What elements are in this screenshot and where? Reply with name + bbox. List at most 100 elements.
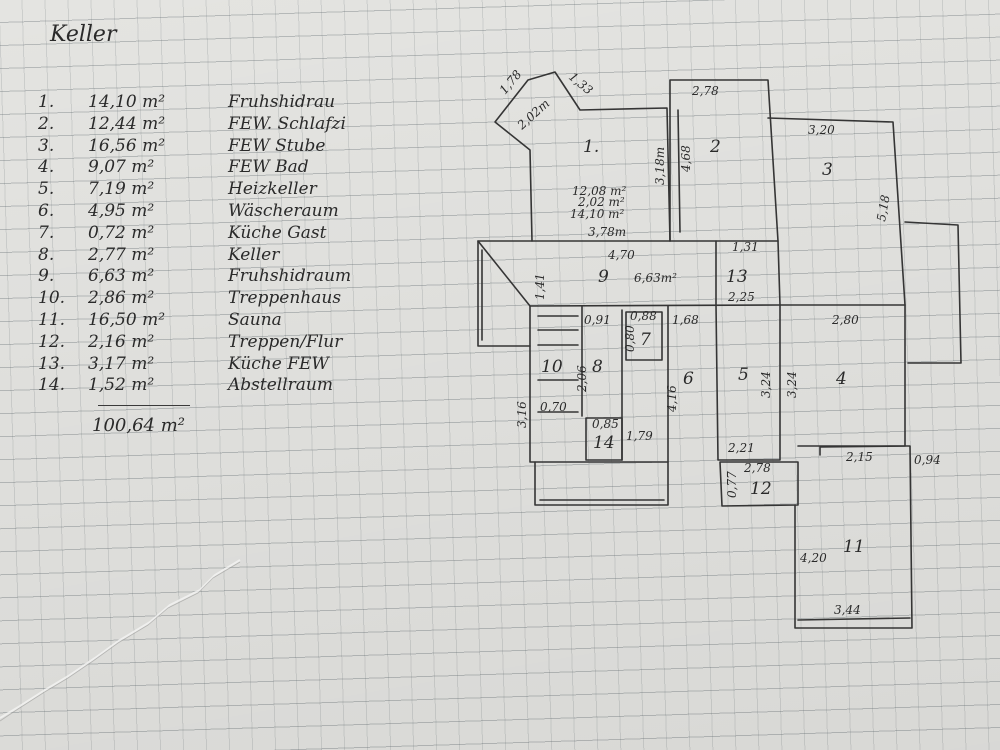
plan-room-4-number: 4 [835, 369, 847, 389]
plan-room-1-number: 1. [583, 137, 599, 157]
dim-3-44: 3,44 [834, 603, 861, 617]
dim-0-85: 0,85 [592, 417, 619, 431]
room-list-area: 0,72 m² [88, 222, 155, 243]
room-1-outline [494, 71, 671, 242]
room-list-area: 2,16 m² [88, 331, 155, 352]
room-1-2-wall [677, 109, 681, 233]
room-list-number: 12. [38, 331, 66, 352]
plan-room-8-number: 8 [592, 357, 603, 377]
room-list-name: FEW Bad [228, 157, 309, 178]
room-list-area: 3,17 m² [88, 353, 155, 374]
dim-3-24-b: 3,24 [785, 371, 799, 398]
plan-room-2-number: 2 [709, 137, 721, 157]
room-list-number: 11. [38, 310, 66, 330]
lower-block [529, 305, 669, 463]
plan-room-6-number: 6 [683, 369, 694, 389]
total-area: 100,64 m² [92, 415, 185, 436]
room-3-outline [767, 117, 906, 306]
plan-room-14-number: 14 [593, 433, 615, 453]
room-list-name: Fruhshidraum [228, 266, 352, 287]
dim-1-31: 1,31 [732, 240, 759, 254]
dim-0-80: 0,80 [623, 325, 637, 352]
bottom-strip [534, 461, 669, 506]
page-title: Keller [50, 22, 117, 47]
calc-2-02: 2,02 m² [577, 195, 625, 209]
room-list-name: Wäscheraum [228, 201, 339, 221]
dim-3-18: 3,18m [653, 147, 667, 185]
dim-2-25: 2,25 [727, 290, 755, 304]
room-7-outline [625, 311, 663, 361]
room-list-name: Heizkeller [228, 179, 317, 200]
plan-room-10-number: 10 [541, 357, 563, 377]
dim-2-80: 2,80 [831, 313, 859, 327]
dim-1-68: 1,68 [672, 313, 699, 327]
dim-3-16: 3,16 [515, 401, 529, 428]
room-list-number: 14. [38, 375, 66, 396]
plan-room-11-number: 11 [843, 537, 865, 557]
dim-1-79: 1,79 [626, 429, 653, 443]
dim-0-94: 0,94 [914, 453, 941, 467]
room-list-area: 12,44 m² [88, 113, 166, 134]
room-list-number: 4. [38, 157, 55, 178]
room-list-number: 1. [38, 92, 55, 112]
dim-1-41: 1,41 [533, 273, 547, 300]
room-list-area: 14,10 m² [88, 92, 166, 112]
dim-3-20: 3,20 [808, 123, 835, 137]
room-list-number: 3. [38, 135, 55, 156]
room-list-number: 2. [38, 113, 55, 134]
room-list-area: 16,56 m² [88, 135, 166, 156]
room-list-number: 7. [38, 222, 55, 243]
dim-0-91: 0,91 [584, 313, 611, 327]
room-list-area: 6,63 m² [88, 266, 155, 287]
room-list-number: 10. [38, 288, 66, 309]
room-list-number: 5. [38, 179, 55, 200]
dim-2-78-b: 2,78 [743, 461, 771, 475]
room-list-number: 9. [38, 266, 55, 287]
room-list-number: 13. [38, 353, 66, 374]
room-list-area: 1,52 m² [88, 375, 155, 396]
room-5-outline [715, 304, 781, 461]
plan-room-7-number: 7 [640, 330, 651, 350]
room-list-area: 9,07 m² [88, 157, 155, 178]
dim-0-88: 0,88 [630, 309, 657, 323]
room-2-outline [669, 79, 779, 242]
dim-3-24-a: 3,24 [759, 371, 773, 398]
room-14-outline [585, 417, 623, 461]
room-list-name: Küche Gast [228, 222, 327, 243]
room-list-name: Küche FEW [228, 353, 329, 374]
room-list-area: 4,95 m² [88, 201, 155, 221]
room-list-name: Keller [228, 244, 280, 265]
plan-room-12-number: 12 [750, 479, 772, 499]
room-list-name: Sauna [228, 310, 282, 330]
dim-2-06: 2,06 [575, 365, 589, 393]
plan-room-3-number: 3 [822, 160, 833, 180]
plan-room-5-number: 5 [738, 365, 749, 385]
dim-0-77: 0,77 [725, 471, 739, 498]
room-11-outline [794, 445, 913, 629]
calc-12-08: 12,08 m² [572, 184, 627, 198]
room-list-area: 7,19 m² [88, 179, 155, 200]
dim-3-78: 3,78m [588, 225, 626, 239]
room-list-number: 8. [38, 244, 55, 265]
sum-underline [98, 405, 190, 406]
left-annex [477, 240, 531, 347]
dim-2-21: 2,21 [727, 441, 755, 455]
room-list-name: FEW. Schlafzi [228, 113, 346, 134]
room-3-annex [904, 221, 962, 364]
room-list-name: Treppen/Flur [228, 331, 343, 352]
plan-room-9-number: 9 [598, 267, 609, 287]
room-list-name: Abstellraum [228, 375, 333, 396]
plan-room-13-number: 13 [726, 267, 748, 287]
dim-4-20: 4,20 [799, 551, 827, 565]
dim-4-16: 4,16 [665, 385, 679, 413]
room-list-area: 2,77 m² [88, 244, 155, 265]
dim-2-78-top: 2,78 [691, 84, 719, 98]
dim-6-63: 6,63m² [634, 271, 677, 285]
dim-4-70: 4,70 [607, 248, 635, 262]
dim-0-70: 0,70 [540, 400, 567, 414]
dim-2-15: 2,15 [845, 450, 873, 464]
dim-5-18: 5,18 [874, 193, 892, 222]
room-list-name: FEW Stube [228, 135, 326, 156]
